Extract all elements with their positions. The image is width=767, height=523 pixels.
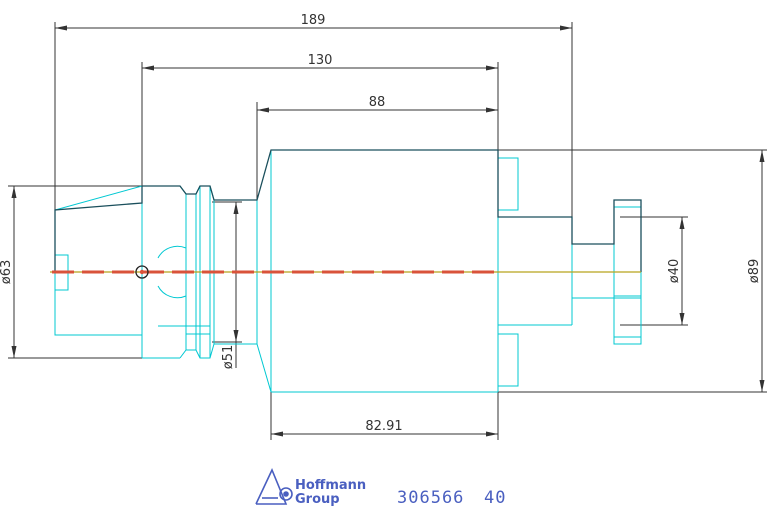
logo-line2: Group [295,492,340,507]
arrow [233,330,239,342]
dim-82-label: 82.91 [365,419,402,434]
arrow [679,217,685,229]
collar-notch-bottom [157,285,187,299]
dimension-lines [8,22,767,440]
arrow [142,65,154,71]
dim-51-label: ø51 [221,345,236,370]
center-hole [135,265,149,279]
dim-63-label: ø63 [0,260,14,285]
arrow [257,107,269,113]
lug-bottom [498,333,519,387]
collar-top [179,185,236,201]
arrow [486,431,498,437]
arrow [759,380,765,392]
arrow [233,202,239,214]
dim-89-label: ø89 [747,259,762,284]
dim-189-label: 189 [301,13,326,28]
arrow [679,313,685,325]
profile-top [54,149,642,272]
arrow [560,25,572,31]
part-suffix: 40 [484,488,506,508]
center-hole-inner [139,269,145,275]
lug-top [498,157,519,211]
arrow [486,65,498,71]
dim-40-label: ø40 [667,259,682,284]
arrow [271,431,283,437]
dimension-arrows [11,25,765,437]
profile-lines [54,149,642,272]
arrow [759,150,765,162]
arrow [11,186,17,198]
arrow [11,346,17,358]
logo-line1: Hoffmann [295,478,366,493]
arrow [486,107,498,113]
dim-88-label: 88 [369,95,386,110]
hoffmann-logo: Hoffmann Group [255,468,366,507]
part-number: 306566 [397,488,464,508]
dim-130-label: 130 [308,53,333,68]
logo-mark-icon [255,468,293,505]
arrow [55,25,67,31]
body-bottom-chamfer [256,343,272,393]
collar-notch-top [157,245,187,259]
